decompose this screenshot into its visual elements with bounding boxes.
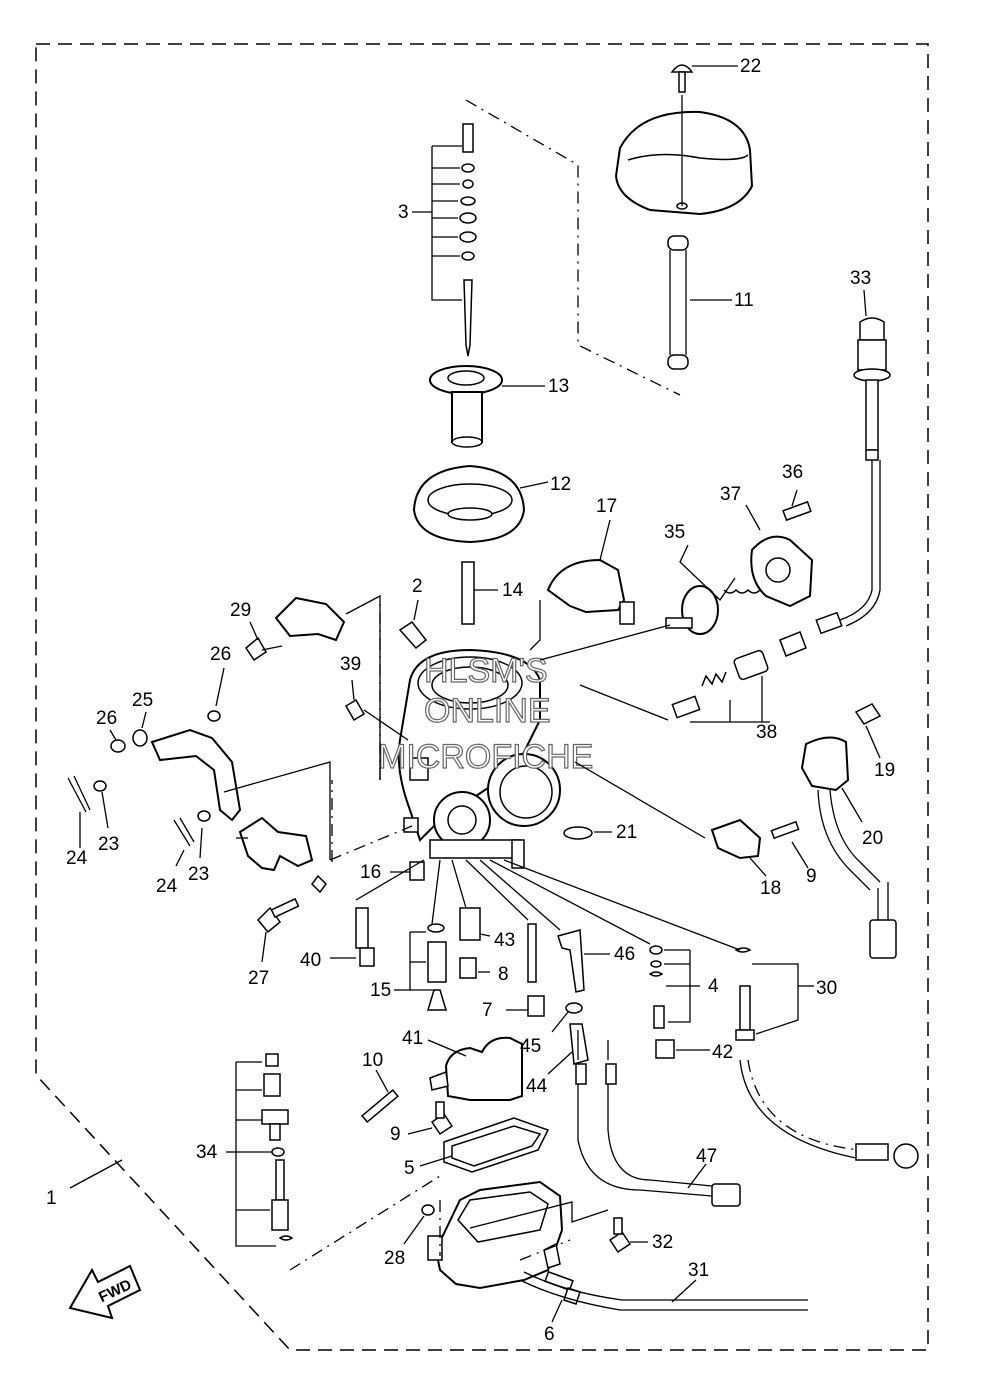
callout-24a: 24: [66, 848, 88, 869]
float: [429, 1036, 523, 1101]
callout-35: 35: [664, 522, 685, 543]
pilot-screw-kit: [261, 1053, 294, 1241]
callout-23a: 23: [98, 834, 119, 855]
callout-22: 22: [740, 56, 761, 77]
callout-43: 43: [494, 930, 515, 951]
callout-33: 33: [850, 268, 871, 289]
callout-41: 41: [402, 1028, 423, 1049]
vacuum-piston: [429, 365, 503, 448]
callout-15: 15: [370, 980, 391, 1001]
callout-40: 40: [300, 950, 321, 971]
callout-38: 38: [756, 722, 777, 743]
bracket-26: [150, 710, 242, 822]
callout-14: 14: [502, 580, 524, 601]
callout-42: 42: [712, 1042, 733, 1063]
callout-23b: 23: [188, 864, 209, 885]
callout-9a: 9: [806, 866, 817, 887]
callout-46: 46: [614, 944, 635, 965]
callout-21: 21: [616, 822, 637, 843]
top-cover: [614, 64, 754, 216]
callout-6: 6: [544, 1324, 555, 1345]
watermark-line1: HLSM'S: [424, 652, 548, 690]
choke-cable: [815, 317, 891, 635]
starter-plunger: [671, 631, 807, 719]
needle-kit: [459, 123, 477, 357]
callout-30: 30: [816, 978, 837, 999]
callout-7: 7: [482, 1000, 493, 1021]
callout-5: 5: [404, 1158, 415, 1179]
callout-17: 17: [596, 496, 617, 517]
spring-11: [667, 235, 689, 370]
watermark-line3: MICROFICHE: [378, 738, 593, 776]
callout-10: 10: [362, 1050, 383, 1071]
diaphragm: [412, 464, 526, 544]
throttle-sensor: [710, 703, 897, 959]
callout-19: 19: [874, 760, 895, 781]
callout-13: 13: [548, 376, 569, 397]
float-bowl: [427, 1180, 564, 1290]
callout-4: 4: [708, 976, 719, 997]
callout-25: 25: [132, 690, 153, 711]
callout-29: 29: [230, 600, 251, 621]
callout-8: 8: [498, 964, 509, 985]
carb-body: [397, 648, 561, 869]
callout-2: 2: [412, 576, 423, 597]
choke-diaphragm: [665, 500, 814, 635]
callout-26b: 26: [210, 644, 231, 665]
callout-31: 31: [688, 1260, 709, 1281]
callout-45: 45: [520, 1036, 541, 1057]
callout-16: 16: [360, 862, 381, 883]
callout-28: 28: [384, 1248, 405, 1269]
callout-12: 12: [550, 474, 571, 495]
throttle-lever: [236, 816, 327, 894]
callout-47: 47: [696, 1146, 717, 1167]
callout-37: 37: [720, 484, 741, 505]
callout-44: 44: [526, 1076, 548, 1097]
callout-11: 11: [734, 290, 754, 311]
assembly-border: [35, 43, 929, 1351]
watermark-line2: ONLINE: [424, 692, 551, 730]
callout-36: 36: [782, 462, 803, 483]
callout-20: 20: [862, 828, 883, 849]
callout-9b: 9: [390, 1124, 401, 1145]
callout-34: 34: [196, 1142, 218, 1163]
callout-3: 3: [398, 202, 409, 223]
callout-26a: 26: [96, 708, 117, 729]
callout-1: 1: [46, 1188, 57, 1209]
callout-39: 39: [340, 654, 361, 675]
callout-32: 32: [652, 1232, 673, 1253]
link-bracket-29: [274, 596, 346, 642]
callout-18: 18: [760, 878, 781, 899]
fwd-arrow-icon: FWD: [68, 1264, 142, 1320]
callout-27: 27: [248, 968, 269, 989]
callout-24b: 24: [156, 876, 178, 897]
